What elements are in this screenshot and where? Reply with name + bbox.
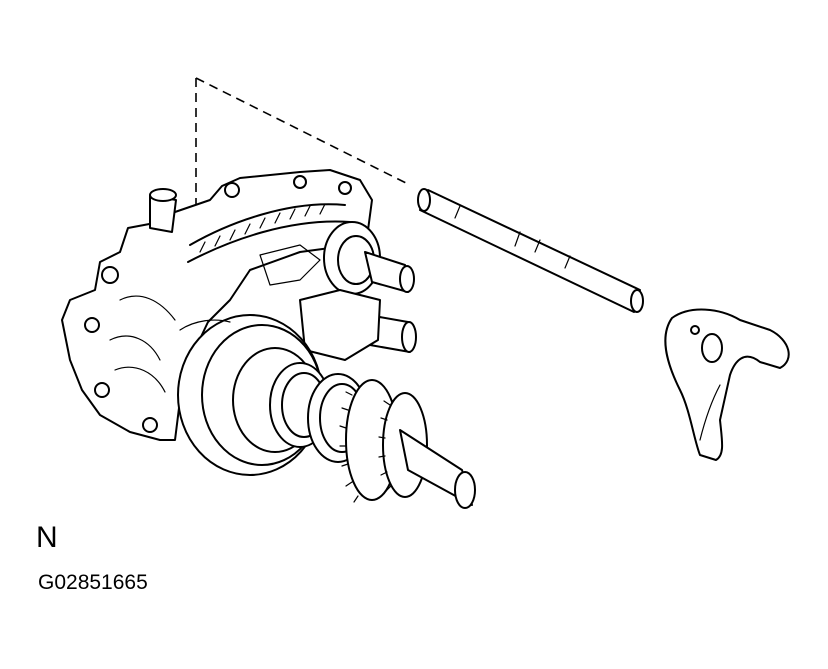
callout-letter: N: [36, 521, 58, 554]
shift-fork-icon: [664, 308, 790, 461]
transaxle-assembly-icon: [61, 169, 476, 509]
figure-id: G02851665: [38, 571, 148, 594]
shift-fork-shaft-icon: [417, 188, 644, 313]
